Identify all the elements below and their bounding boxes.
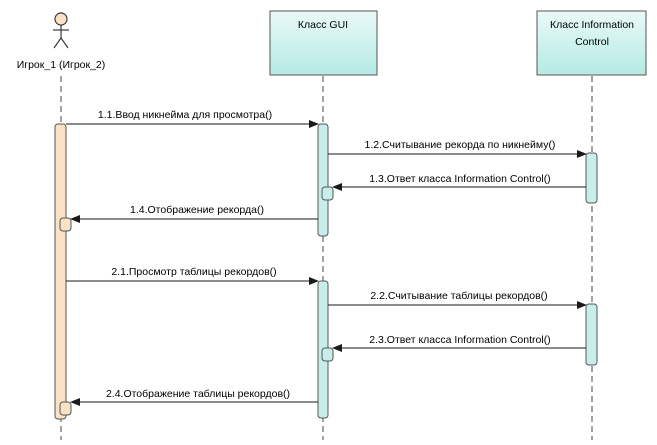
info-object-label-line1: Класс Information	[550, 19, 634, 31]
message-label: 2.4.Отображение таблицы рекордов()	[106, 388, 290, 400]
message-2-1: 2.1.Просмотр таблицы рекордов()	[66, 266, 319, 285]
message-label: 1.3.Ответ класса Information Control()	[369, 173, 550, 185]
message-label: 1.2.Считывание рекорда по никнейму()	[365, 139, 556, 151]
actor-label: Игрок_1 (Игрок_2)	[17, 59, 106, 71]
gui-object-box	[269, 10, 378, 76]
message-1-4: 1.4.Отображение рекорда()	[70, 204, 318, 223]
info-participant: Класс Information Control	[536, 10, 647, 76]
info-object-label-line2: Control	[575, 36, 609, 48]
message-2-3: 2.3.Ответ класса Information Control()	[332, 334, 586, 352]
message-1-1: 1.1.Ввод никнейма для просмотра()	[66, 109, 319, 128]
message-label: 2.2.Считывание таблицы рекордов()	[370, 290, 547, 302]
message-label: 2.3.Ответ класса Information Control()	[369, 334, 550, 346]
gui-activation-1	[317, 123, 329, 237]
message-1-3: 1.3.Ответ класса Information Control()	[332, 173, 586, 191]
message-label: 2.1.Просмотр таблицы рекордов()	[111, 266, 276, 278]
message-label: 1.4.Отображение рекорда()	[130, 204, 264, 216]
actor-nested-activation-1	[59, 217, 72, 232]
message-label: 1.1.Ввод никнейма для просмотра()	[98, 109, 272, 121]
gui-nested-activation-1	[321, 186, 334, 201]
message-2-4: 2.4.Отображение таблицы рекордов()	[70, 388, 318, 406]
actor-nested-activation-2	[59, 401, 72, 416]
stick-figure-icon	[53, 12, 69, 49]
gui-participant: Класс GUI	[269, 10, 378, 76]
message-2-2: 2.2.Считывание таблицы рекордов()	[328, 290, 587, 309]
actor-participant: Игрок_1 (Игрок_2)	[17, 12, 106, 71]
actor-activation	[54, 123, 67, 420]
gui-object-label: Класс GUI	[298, 19, 348, 31]
info-activation-1	[585, 152, 598, 204]
info-object-box	[536, 10, 647, 76]
gui-nested-activation-2	[321, 347, 334, 362]
info-activation-2	[585, 303, 598, 366]
message-1-2: 1.2.Считывание рекорда по никнейму()	[328, 139, 587, 158]
